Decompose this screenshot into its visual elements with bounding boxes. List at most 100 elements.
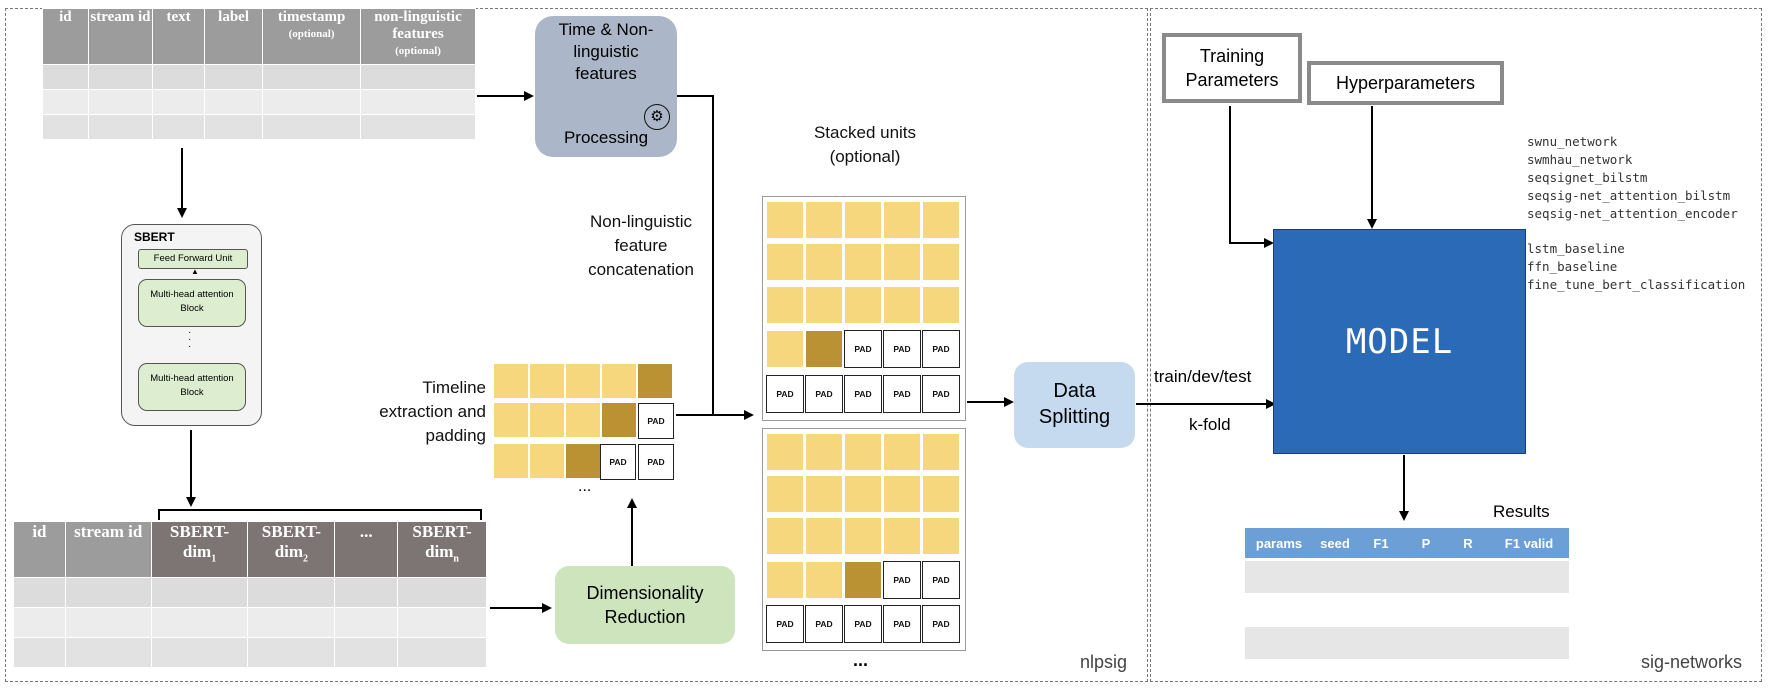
stacked-cell <box>884 518 920 554</box>
pad-cell: PAD <box>883 330 921 368</box>
stacked-ellipsis: ... <box>853 650 869 670</box>
col-timestamp: timestamp(optional) <box>262 8 362 65</box>
stacked-cell <box>806 518 842 554</box>
data-splitting-label: Data Splitting <box>1038 380 1111 428</box>
timeline-cell <box>530 403 564 437</box>
nlpsig-section-label: nlpsig <box>1080 652 1128 672</box>
stacked-cell <box>845 244 881 280</box>
input-data-table: id stream id text label timestamp(option… <box>42 8 476 140</box>
timeline-cell <box>494 364 528 398</box>
train-dev-test-label: train/dev/test <box>1154 367 1252 386</box>
pad-cell: PAD <box>844 605 882 643</box>
col-stream-id: stream id <box>87 8 154 65</box>
pad-cell: PAD <box>638 403 674 439</box>
table-row <box>42 64 476 90</box>
results-col-r: R <box>1447 528 1489 558</box>
sbert-layer-dots: · · · <box>188 327 192 352</box>
stacked-cell <box>845 476 881 512</box>
pad-cell: PAD <box>766 375 804 413</box>
stacked-cell <box>845 562 881 598</box>
table-row <box>13 637 487 668</box>
nlpsig-section <box>5 8 1148 682</box>
sbert-block: SBERT Feed Forward Unit ▲ Multi-head att… <box>121 224 262 426</box>
results-col-p: P <box>1405 528 1447 558</box>
hyperparameters-box: Hyperparameters <box>1307 61 1504 105</box>
processing-subtitle: Processing <box>563 128 649 147</box>
stacked-cell <box>923 434 959 470</box>
k-fold-label: k-fold <box>1189 415 1231 434</box>
stacked-cell <box>884 434 920 470</box>
col-non-linguistic: non-linguistic features(optional) <box>360 8 476 65</box>
results-table: params seed F1 P R F1 valid <box>1245 528 1569 558</box>
pad-cell: PAD <box>922 375 960 413</box>
training-parameters-box: Training Parameters <box>1162 33 1302 103</box>
stacked-cell <box>767 202 803 238</box>
stacked-cell <box>923 518 959 554</box>
dimensionality-reduction-box: Dimensionality Reduction <box>555 566 735 644</box>
multi-head-attention-block-1: Multi-head attention Block <box>138 279 246 327</box>
stacked-label: Stacked units (optional) <box>813 123 917 166</box>
model-list-group-1: swnu_network swmhau_network seqsignet_bi… <box>1527 133 1738 223</box>
stacked-cell <box>923 244 959 280</box>
model-option: ffn_baseline <box>1527 259 1618 274</box>
model-box: MODEL <box>1273 229 1526 454</box>
timeline-cell <box>494 403 528 437</box>
model-option: seqsig-net_attention_encoder <box>1527 206 1738 221</box>
stacked-cell <box>884 476 920 512</box>
model-option: fine_tune_bert_classification <box>1527 277 1746 292</box>
col-sbert-dim2: SBERT-dim2 <box>247 521 336 578</box>
results-title: Results <box>1493 502 1550 521</box>
stacked-cell <box>767 434 803 470</box>
stacked-cell <box>884 244 920 280</box>
stacked-unit-2 <box>762 428 966 651</box>
col-label: label <box>204 8 264 65</box>
sbert-embedding-table: id stream id SBERT-dim1 SBERT-dim2 ... S… <box>13 521 487 668</box>
col-ellipsis: ... <box>334 521 399 578</box>
table-row <box>42 89 476 115</box>
embed-table-bracket <box>158 509 482 520</box>
pad-cell: PAD <box>844 330 882 368</box>
multi-head-attention-block-2: Multi-head attention Block <box>138 363 246 411</box>
pad-cell: PAD <box>883 605 921 643</box>
pad-cell: PAD <box>844 375 882 413</box>
col-stream-id: stream id <box>64 521 152 578</box>
timeline-ellipsis: ... <box>578 478 592 495</box>
model-option: swmhau_network <box>1527 152 1633 167</box>
stacked-cell <box>884 287 920 323</box>
timeline-cell <box>530 364 564 398</box>
stacked-cell <box>806 562 842 598</box>
sig-networks-section-label: sig-networks <box>1641 652 1743 672</box>
model-option: seqsig-net_attention_bilstm <box>1527 188 1731 203</box>
arrow-training-to-model <box>1229 106 1274 248</box>
results-col-f1: F1 <box>1357 528 1405 558</box>
hyperparameters-label: Hyperparameters <box>1335 72 1476 93</box>
stacked-cell <box>806 202 842 238</box>
model-list-group-2: lstm_baseline ffn_baseline fine_tune_ber… <box>1527 240 1745 294</box>
table-row <box>13 577 487 608</box>
stacked-cell <box>845 287 881 323</box>
stacked-cell <box>923 476 959 512</box>
concat-line <box>677 95 714 415</box>
col-text: text <box>152 8 206 65</box>
stacked-cell <box>767 476 803 512</box>
table-row <box>42 114 476 140</box>
stacked-cell <box>767 518 803 554</box>
sbert-title: SBERT <box>134 230 175 244</box>
results-col-seed: seed <box>1313 528 1357 558</box>
results-col-params: params <box>1245 528 1313 558</box>
pad-cell: PAD <box>883 561 921 599</box>
pad-cell: PAD <box>766 605 804 643</box>
stacked-cell <box>767 562 803 598</box>
dimensionality-reduction-label: Dimensionality Reduction <box>586 583 704 627</box>
stacked-cell <box>923 202 959 238</box>
pad-cell: PAD <box>922 605 960 643</box>
stacked-cell <box>767 287 803 323</box>
model-option: lstm_baseline <box>1527 241 1625 256</box>
ffu-arrow: ▲ <box>191 267 199 276</box>
stacked-cell <box>767 244 803 280</box>
processing-title: Time & Non-linguistic features <box>558 20 654 83</box>
pad-cell: PAD <box>638 444 674 480</box>
timeline-label: Timeline extraction and padding <box>379 378 486 445</box>
gear-cycle-icon: ⚙ <box>644 104 670 130</box>
